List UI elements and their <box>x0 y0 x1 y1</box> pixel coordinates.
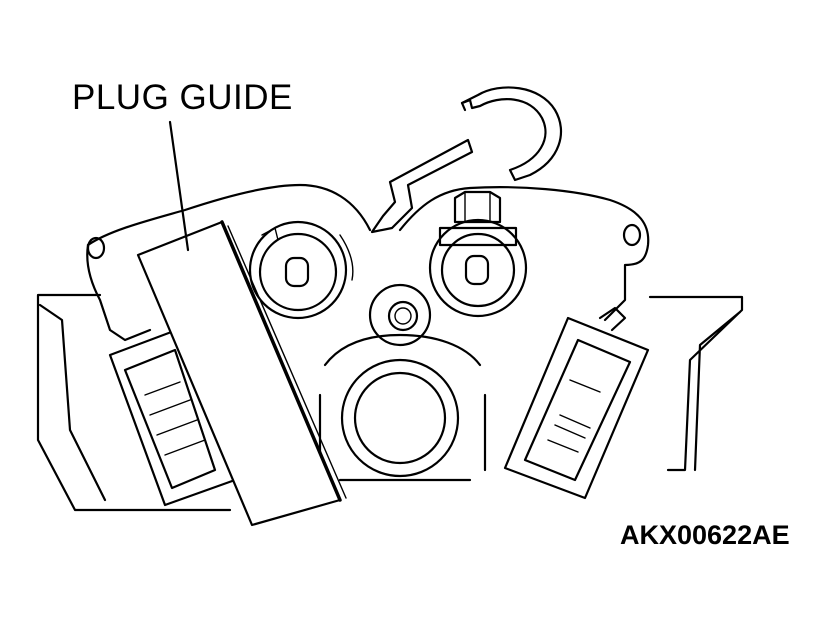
right-shaft-boss <box>622 223 642 247</box>
head-outline-right <box>648 295 744 472</box>
figure-code-label: AKX00622AE <box>620 520 790 550</box>
plug-tube-core <box>394 307 412 325</box>
spark-plug-well <box>340 358 460 478</box>
cap-bolt-flats <box>464 191 491 223</box>
retaining-clip-inner <box>460 98 472 112</box>
right-cam-bearing <box>428 218 528 318</box>
left-valve-inner <box>123 348 217 490</box>
plug-guide-inner-edge <box>227 225 347 499</box>
well-flange <box>318 333 487 482</box>
right-cam-bore <box>440 232 516 308</box>
right-rocker-tip <box>598 306 627 332</box>
install-direction-arrow <box>370 138 474 234</box>
left-cam-bore <box>258 232 338 312</box>
left-valve-spring <box>144 381 206 456</box>
retaining-clip <box>460 86 563 182</box>
plug-tube-outer <box>368 283 432 347</box>
head-outline-left <box>36 293 232 512</box>
spark-plug-well-inner <box>353 371 447 465</box>
plug-guide-label: PLUG GUIDE <box>72 78 293 117</box>
plug-guide-edge <box>220 220 342 502</box>
left-shaft-boss <box>86 236 106 260</box>
callout-leader-line <box>168 120 190 252</box>
right-valve-inner <box>523 338 632 482</box>
right-cam-cap <box>438 226 518 247</box>
right-cam-slot <box>464 254 490 286</box>
rocker-housing <box>86 183 650 322</box>
right-valve-cylinder <box>503 316 650 500</box>
cap-bolt-head <box>453 190 502 224</box>
plug-tube-inner <box>387 300 419 332</box>
left-cam-clip <box>261 227 354 281</box>
left-cam-slot <box>284 256 310 288</box>
right-valve-spring <box>547 379 601 453</box>
rocker-housing-lower <box>86 243 152 342</box>
left-cam-bearing <box>248 220 348 320</box>
